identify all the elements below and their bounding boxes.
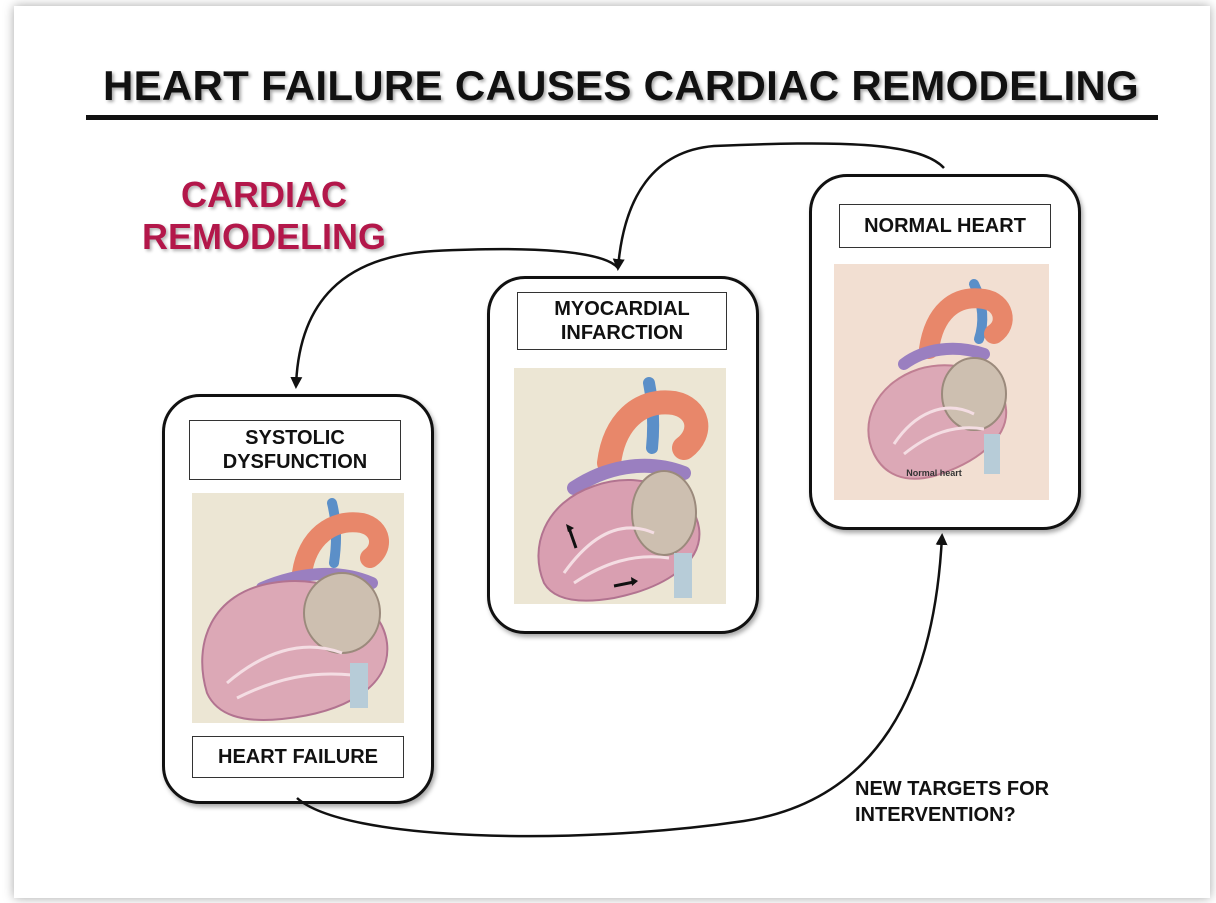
arrow-infarction-to-systolic bbox=[296, 249, 618, 386]
arrow-normal-to-infarction bbox=[618, 143, 944, 268]
arrow-failure-to-normal bbox=[297, 536, 942, 836]
slide: HEART FAILURE CAUSES CARDIAC REMODELING … bbox=[14, 6, 1210, 898]
cycle-arrows bbox=[14, 6, 1210, 898]
